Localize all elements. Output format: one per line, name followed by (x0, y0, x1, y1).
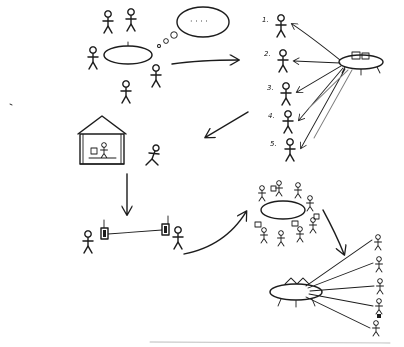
sequence-label-2: 2. (264, 50, 271, 58)
person-figure (82, 230, 94, 254)
round-table (103, 45, 153, 65)
signal-line (301, 68, 346, 148)
broadcast-scene: 1. 2. 3. 4. 5. (262, 14, 384, 162)
person-figure (294, 182, 302, 199)
recipient-person (372, 320, 380, 337)
recipient-person (277, 49, 289, 73)
signal-line (307, 262, 374, 289)
sequence-label-4: 4. (268, 112, 275, 120)
flow-arrow (206, 111, 249, 137)
flow-arrow (171, 60, 238, 64)
thought-bubble (176, 6, 230, 38)
signal-line (308, 293, 374, 307)
recipient-person (375, 298, 383, 315)
flow-arrow (322, 209, 344, 254)
signal-line (294, 61, 341, 63)
screen-in-hut (90, 147, 98, 155)
person-figure (87, 46, 99, 70)
signal-line (299, 67, 344, 120)
person-figure (277, 230, 285, 247)
device-screen (351, 51, 361, 60)
round-table (260, 200, 306, 220)
hut-roof (77, 115, 127, 135)
hover-device (338, 54, 384, 70)
sequence-label-5: 5. (270, 140, 277, 148)
person-figure (296, 226, 304, 243)
person-in-hut (100, 142, 108, 159)
recipient-person (375, 256, 383, 273)
final-broadcast-scene (269, 234, 384, 337)
signal-line (305, 296, 371, 329)
person-figure (102, 10, 114, 34)
signal-line (297, 65, 342, 92)
recipient-person (280, 82, 292, 106)
person-figure (150, 64, 162, 88)
signal-line (305, 239, 373, 287)
sequence-label-1: 1. (262, 16, 269, 24)
handheld-device (100, 227, 109, 240)
signal-line (292, 24, 341, 61)
thought-dot (157, 44, 161, 48)
thought-dot (170, 31, 178, 39)
link-line (107, 229, 163, 235)
recipient-person (275, 14, 287, 38)
hut-scene (77, 115, 160, 166)
communication-scene (82, 215, 184, 254)
recipient-person (374, 234, 382, 251)
flow-arrow (183, 212, 246, 255)
group-at-table-scene: · · · · (87, 6, 230, 104)
recipient-person (282, 110, 294, 134)
person-figure (172, 226, 184, 250)
large-group-scene (254, 180, 320, 247)
hover-device (269, 283, 323, 301)
recipient-person (376, 278, 384, 295)
handheld-device (161, 223, 170, 236)
thought-dot (163, 38, 169, 44)
recipient-person (284, 138, 296, 162)
person-figure (258, 185, 266, 202)
signal-line (309, 285, 375, 292)
person-figure (260, 227, 268, 244)
device-screen (284, 277, 310, 285)
person-figure (120, 80, 132, 104)
thought-bubble-text: · · · · (190, 17, 208, 26)
person-figure (125, 8, 137, 32)
sequence-label-3: 3. (267, 84, 274, 92)
hut-frame (79, 133, 125, 165)
person-figure (309, 217, 317, 234)
person-figure (275, 180, 283, 197)
person-figure (306, 195, 314, 212)
